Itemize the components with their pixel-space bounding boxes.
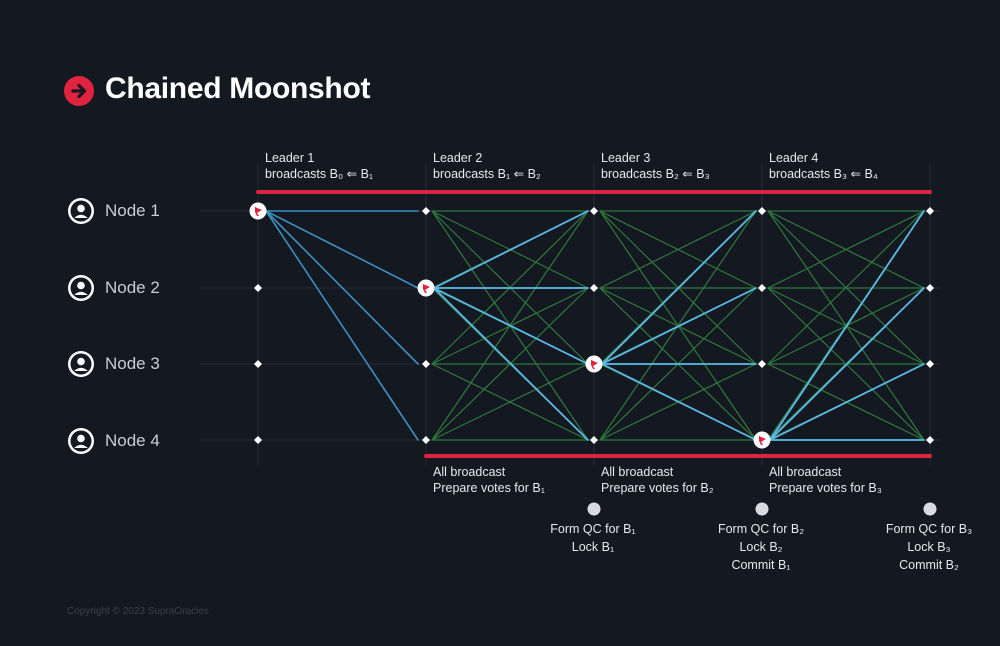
leader-3-text: broadcasts B₂ ⇐ B₃ (601, 167, 710, 181)
qc-caption-2: Form QC for B₂ Lock B₂ Commit B₁ (701, 520, 821, 574)
leader-1-flag-icon (255, 207, 262, 216)
qc-3-line3: Commit B₂ (899, 558, 959, 572)
vote-caption-1-line2: Prepare votes for B₁ (433, 481, 545, 495)
qc-3-line2: Lock B₃ (907, 540, 951, 554)
node-2-label: Node 2 (105, 278, 160, 297)
leader2-broadcast-line-1 (433, 210, 589, 289)
qc-1-line1: Form QC for B₁ (550, 522, 636, 536)
node-2-avatar-icon (68, 275, 94, 301)
qc-caption-1: Form QC for B₁ Lock B₁ (533, 520, 653, 556)
vote-caption-1: All broadcast Prepare votes for B₁ (433, 464, 545, 496)
leader1-broadcast-line-4 (265, 210, 419, 441)
qc-1-line2: Lock B₁ (571, 540, 615, 554)
vote-caption-2-line1: All broadcast (601, 465, 674, 479)
leader-1-title: Leader 1 (265, 151, 315, 165)
node-marker-col2-row3 (422, 360, 430, 368)
node-1-avatar-icon (68, 198, 94, 224)
leader-4-flag-icon (759, 436, 766, 445)
leader-3-flag-icon (591, 360, 598, 369)
qc-2-line3: Commit B₁ (731, 558, 791, 572)
node-marker-col3-row4 (590, 436, 598, 444)
vote-line-round3-2-1 (767, 210, 925, 289)
node-marker-col5-row1 (926, 207, 934, 215)
copyright-text: Copyright © 2023 SupraOracles (67, 606, 209, 617)
leader-2-text: broadcasts B₁ ⇐ B₂ (433, 167, 541, 181)
node-marker-col3-row2 (590, 284, 598, 292)
arrow-right-icon (64, 76, 94, 106)
node-marker-col2-row1 (422, 207, 430, 215)
leader4-broadcast-line-2 (769, 287, 925, 441)
leader-3-header: Leader 3 broadcasts B₂ ⇐ B₃ (601, 150, 710, 182)
vote-caption-1-line1: All broadcast (433, 465, 506, 479)
node-marker-col4-row2 (758, 284, 766, 292)
qc-3-marker (923, 502, 937, 516)
leader-2-header: Leader 2 broadcasts B₁ ⇐ B₂ (433, 150, 541, 182)
leader3-broadcast-line-2 (601, 287, 757, 365)
leader-3-title: Leader 3 (601, 151, 651, 165)
node-marker-col1-row2 (254, 284, 262, 292)
leader-1-text: broadcasts B₀ ⇐ B₁ (265, 167, 374, 181)
qc-3-line1: Form QC for B₃ (885, 522, 973, 536)
leader4-broadcast-line-1 (769, 210, 925, 441)
node-marker-col4-row1 (758, 207, 766, 215)
leader-4-title: Leader 4 (769, 151, 819, 165)
leader2-broadcast-line-3 (433, 287, 589, 365)
qc-2-line2: Lock B₂ (739, 540, 783, 554)
leader2-broadcast-line-4 (433, 287, 589, 441)
node-marker-col1-row4 (254, 436, 262, 444)
leader-4-header: Leader 4 broadcasts B₃ ⇐ B₄ (769, 150, 878, 182)
leader4-broadcast-line-3 (769, 363, 925, 441)
leader-1-header: Leader 1 broadcasts B₀ ⇐ B₁ (265, 150, 373, 182)
leader1-broadcast-line-3 (265, 210, 419, 365)
node-marker-col5-row4 (926, 436, 934, 444)
node-3-label: Node 3 (105, 354, 160, 373)
node-3-avatar-icon (68, 351, 94, 377)
node-marker-col4-row3 (758, 360, 766, 368)
vote-caption-3: All broadcast Prepare votes for B₃ (769, 464, 882, 496)
qc-1-marker (587, 502, 601, 516)
qc-2-marker (755, 502, 769, 516)
node-marker-col5-row2 (926, 284, 934, 292)
vote-caption-2-line2: Prepare votes for B₂ (601, 481, 714, 495)
vote-caption-3-line1: All broadcast (769, 465, 842, 479)
leader1-broadcast-line-2 (265, 210, 419, 289)
node-marker-col2-row4 (422, 436, 430, 444)
node-4-avatar-icon (68, 428, 94, 454)
leader-4-text: broadcasts B₃ ⇐ B₄ (769, 167, 878, 181)
vote-caption-3-line2: Prepare votes for B₃ (769, 481, 882, 495)
node-marker-col3-row1 (590, 207, 598, 215)
leader-2-title: Leader 2 (433, 151, 483, 165)
leader3-broadcast-line-1 (601, 210, 757, 365)
vote-line-round2-2-1 (599, 210, 757, 289)
node-4-label: Node 4 (105, 431, 160, 450)
qc-2-line1: Form QC for B₂ (717, 522, 805, 536)
node-marker-col1-row3 (254, 360, 262, 368)
leader-2-flag-icon (423, 284, 430, 293)
qc-caption-3: Form QC for B₃ Lock B₃ Commit B₂ (869, 520, 989, 574)
leader3-broadcast-line-4 (601, 363, 757, 441)
arrow-glyph (71, 83, 87, 99)
node-1-label: Node 1 (105, 201, 160, 220)
node-marker-col5-row3 (926, 360, 934, 368)
vote-line-round3-3-1 (767, 210, 925, 365)
page-title: Chained Moonshot (105, 72, 371, 105)
vote-caption-2: All broadcast Prepare votes for B₂ (601, 464, 714, 496)
vote-line-round1-4-3 (431, 363, 589, 441)
